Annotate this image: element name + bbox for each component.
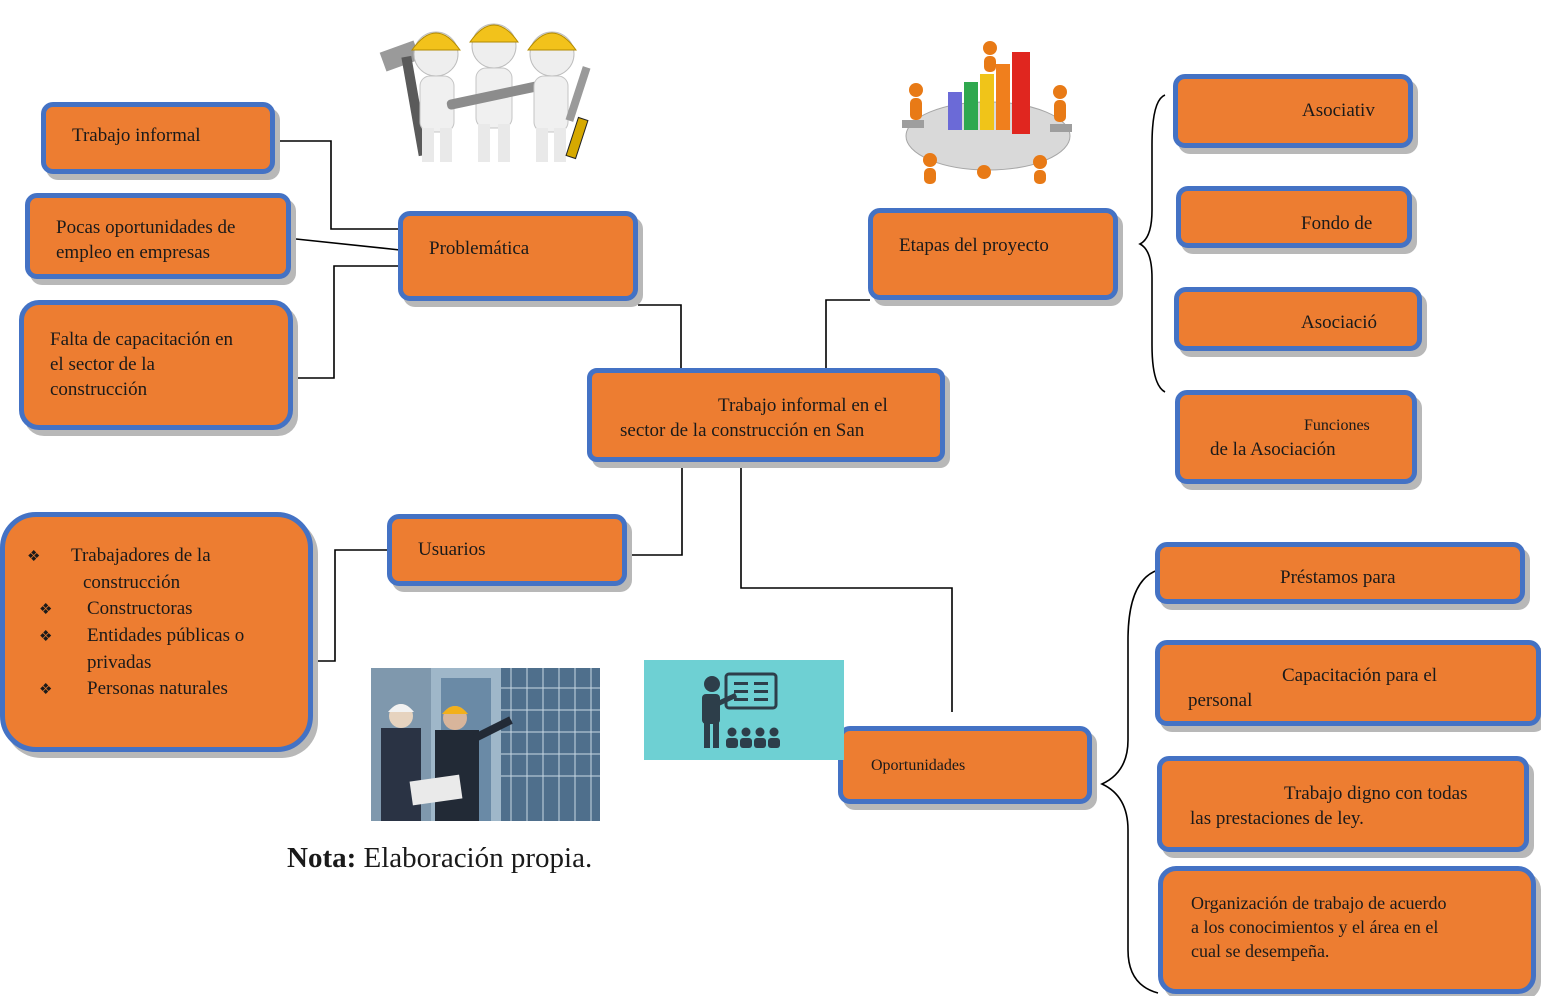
note-label: Nota:	[287, 842, 357, 874]
etapa-asociativ: Asociativ	[1173, 74, 1413, 148]
oportunidades-node: Oportunidades	[838, 726, 1092, 804]
team-meeting-chart-icon	[902, 41, 1072, 184]
problem-item-label: empleo en empresas	[56, 242, 211, 263]
usuarios-node: Usuarios	[387, 514, 627, 586]
problem-item-label: Pocas oportunidades de	[56, 217, 236, 238]
problem-item-label: Trabajo informal	[72, 125, 201, 146]
central-topic-node: Trabajo informal en el sector de la cons…	[587, 368, 945, 462]
user-item-label: Entidades públicas o	[87, 625, 245, 646]
oportunidad-label: Préstamos para	[1280, 567, 1396, 588]
user-bullet-item: ❖ Entidades públicas o	[5, 623, 308, 650]
problem-item-label: construcción	[50, 379, 148, 400]
usuarios-title: Usuarios	[418, 539, 486, 560]
etapas-title: Etapas del proyecto	[899, 235, 1049, 256]
oportunidad-label: personal	[1188, 690, 1253, 711]
user-item-label: Constructoras	[87, 598, 193, 619]
workers-with-tools-icon	[379, 23, 591, 162]
diamond-bullet-icon: ❖	[27, 549, 41, 565]
problematica-title: Problemática	[429, 238, 530, 259]
etapa-label: Fondo de	[1301, 213, 1373, 234]
user-bullet-item: ❖ Trabajadores de la	[5, 543, 308, 570]
etapa-label: Funciones	[1304, 417, 1370, 434]
oportunidad-label: las prestaciones de ley.	[1190, 808, 1364, 829]
etapa-asociacio: Asociació	[1174, 287, 1422, 351]
user-item-label: privadas	[87, 652, 152, 673]
etapa-label: de la Asociación	[1210, 439, 1336, 460]
user-item-label: Personas naturales	[87, 678, 228, 699]
central-topic-line1: Trabajo informal en el	[718, 395, 888, 416]
note-text: Elaboración propia.	[356, 842, 593, 874]
oportunidad-label: a los conocimientos y el área en el	[1191, 917, 1439, 937]
oportunidades-title: Oportunidades	[871, 757, 966, 774]
user-item-label: construcción	[83, 572, 181, 593]
oportunidad-trabajo-digno: Trabajo digno con todas las prestaciones…	[1157, 756, 1529, 852]
etapa-label: Asociació	[1301, 312, 1377, 333]
usuarios-list-node: ❖ Trabajadores de la construcción ❖ Constr…	[0, 512, 313, 752]
etapa-label: Asociativ	[1302, 100, 1375, 121]
oportunidad-label: Organización de trabajo de acuerdo	[1191, 893, 1447, 913]
oportunidad-capacitacion: Capacitación para el personal	[1155, 640, 1541, 726]
teacher-presentation-icon	[644, 660, 844, 760]
diamond-bullet-icon: ❖	[39, 602, 53, 618]
oportunidad-organizacion: Organización de trabajo de acuerdo a los…	[1158, 866, 1536, 994]
problem-trabajo-informal: Trabajo informal	[41, 102, 275, 174]
central-topic-line2: sector de la construcción en San	[620, 420, 865, 441]
problem-pocas-oportunidades: Pocas oportunidades de empleo en empresa…	[25, 193, 291, 279]
etapa-funciones: Funciones de la Asociación	[1175, 390, 1417, 484]
problem-item-label: el sector de la	[50, 354, 155, 375]
diamond-bullet-icon: ❖	[39, 629, 53, 645]
oportunidad-label: Trabajo digno con todas	[1284, 783, 1468, 804]
etapa-fondo: Fondo de	[1176, 186, 1412, 248]
oportunidad-label: Capacitación para el	[1282, 665, 1438, 686]
oportunidad-label: cual se desempeña.	[1191, 941, 1330, 961]
engineers-photo	[371, 668, 600, 821]
oportunidad-prestamos: Préstamos para	[1155, 542, 1525, 604]
problem-item-label: Falta de capacitación en	[50, 329, 234, 350]
etapas-node: Etapas del proyecto	[868, 208, 1118, 300]
user-item-label: Trabajadores de la	[71, 545, 211, 566]
problem-falta-capacitacion: Falta de capacitación en el sector de la…	[19, 300, 293, 430]
diamond-bullet-icon: ❖	[39, 682, 53, 698]
user-bullet-item: ❖ Personas naturales	[5, 676, 308, 703]
figure-note: Nota: Elaboración propia.	[287, 842, 592, 875]
problematica-node: Problemática	[398, 211, 638, 301]
user-bullet-item: ❖ Constructoras	[5, 596, 308, 623]
